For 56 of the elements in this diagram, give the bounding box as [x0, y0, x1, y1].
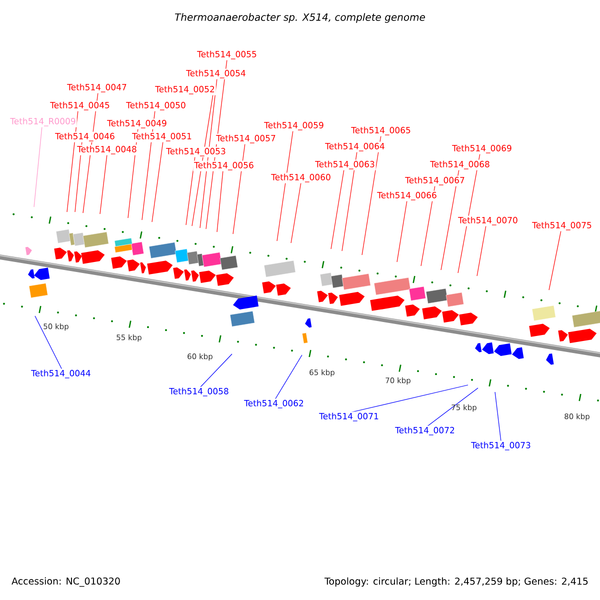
leader-line — [494, 392, 502, 442]
gene-label: Teth514_0068 — [429, 160, 491, 170]
gene-label: Teth514_0051 — [131, 132, 193, 142]
leader-line — [216, 170, 224, 232]
gene-label: Teth514_0071 — [318, 412, 380, 422]
leader-line — [276, 130, 294, 242]
title: Thermoanaerobacter sp. X514, complete genome — [174, 13, 425, 23]
gene-label: Teth514_0064 — [324, 142, 386, 152]
gene-label: Teth514_0060 — [270, 172, 332, 184]
gene-label: Teth514_0056 — [193, 160, 255, 172]
leader-line — [274, 354, 302, 400]
leader-line — [342, 151, 358, 252]
gene-label: Teth514_0047 — [66, 82, 128, 94]
leader-line — [426, 388, 478, 427]
leader-line — [74, 141, 82, 212]
gene-label: Teth514_0075 — [531, 220, 593, 232]
gene-label: Teth514_0067 — [404, 176, 466, 186]
gene-label: Teth514_0059 — [263, 120, 325, 132]
gene-label: Teth514_0066 — [376, 190, 438, 202]
gene-label: Teth514_0053 — [165, 146, 227, 158]
gene-label: Teth514_R0009 — [9, 116, 77, 128]
gene-label: Teth514_0062 — [243, 398, 305, 410]
gene-label: Teth514_0046 — [54, 132, 116, 142]
gene-label: Teth514_0048 — [76, 144, 138, 156]
gene-label: Teth514_0058 — [168, 386, 230, 398]
footer-text: Accession: NC_010320 — [12, 577, 120, 587]
leader-line — [290, 182, 302, 244]
footer-text: Topology: circular; Length: 2,457,259 bp; Genes: 2,415 — [324, 577, 588, 587]
gene-label: Teth514_0045 — [49, 100, 111, 112]
leader-line — [420, 185, 436, 266]
gene-label: Teth514_0054 — [185, 68, 247, 80]
leader-line — [476, 225, 486, 276]
leader-line — [200, 354, 232, 388]
leader-line — [330, 169, 344, 250]
leader-line — [34, 316, 62, 370]
gene-label: Teth514_0055 — [196, 50, 258, 60]
gene-label: Teth514_0049 — [106, 118, 168, 130]
leader-line — [440, 169, 460, 270]
gene-label: Teth514_0072 — [394, 426, 456, 436]
leader-line — [100, 154, 108, 214]
gene-label: Teth514_0069 — [451, 144, 513, 154]
leader-line — [362, 135, 382, 256]
gene-label: Teth514_0044 — [30, 368, 92, 380]
gene-label: Teth514_0070 — [457, 216, 519, 226]
leader-line — [152, 141, 164, 222]
leader-line — [232, 143, 246, 234]
gene-label: Teth514_0050 — [125, 100, 187, 112]
leader-line — [548, 230, 562, 290]
leader-line — [350, 384, 468, 413]
gene-label: Teth514_0063 — [314, 160, 376, 170]
gene-label: Teth514_0073 — [470, 440, 532, 452]
gene-label: Teth514_0052 — [154, 84, 216, 96]
leader-line — [396, 200, 408, 262]
gene-label: Teth514_0065 — [350, 126, 412, 136]
gene-label: Teth514_0057 — [215, 134, 277, 144]
leader-line — [34, 126, 42, 208]
